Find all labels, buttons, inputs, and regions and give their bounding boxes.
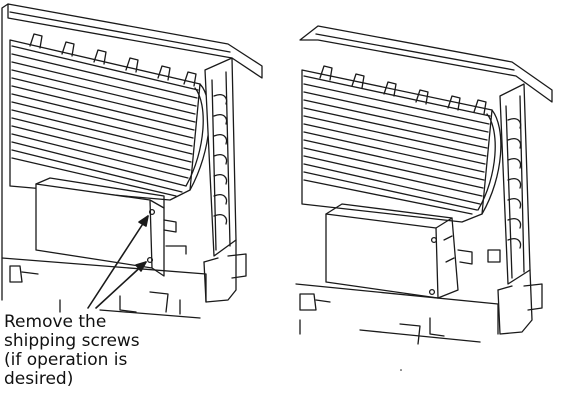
callout-text: Remove the shipping screws (if operation… bbox=[4, 313, 204, 389]
control-box-right bbox=[325, 203, 473, 299]
side-coil-right bbox=[487, 83, 543, 335]
unit-illustration-right bbox=[295, 25, 553, 371]
box-screw-top bbox=[430, 236, 438, 244]
side-coil-left bbox=[203, 57, 247, 303]
control-box-left bbox=[35, 177, 187, 277]
front-grille-right bbox=[301, 65, 502, 223]
box-screw-bottom bbox=[428, 288, 436, 296]
unit-illustration-left bbox=[1, 3, 263, 319]
callout-line: shipping screws bbox=[4, 331, 140, 351]
callout-line: (if operation is bbox=[4, 350, 128, 370]
front-grille-left bbox=[9, 33, 210, 201]
base-pan-left bbox=[1, 257, 207, 319]
base-pan-right bbox=[295, 283, 499, 345]
shipping-screw-top bbox=[148, 208, 156, 216]
callout-line: desired) bbox=[4, 369, 74, 389]
callout-arrows bbox=[87, 215, 149, 309]
shipping-screw-bottom bbox=[146, 256, 154, 264]
callout-line: Remove the bbox=[4, 312, 107, 332]
